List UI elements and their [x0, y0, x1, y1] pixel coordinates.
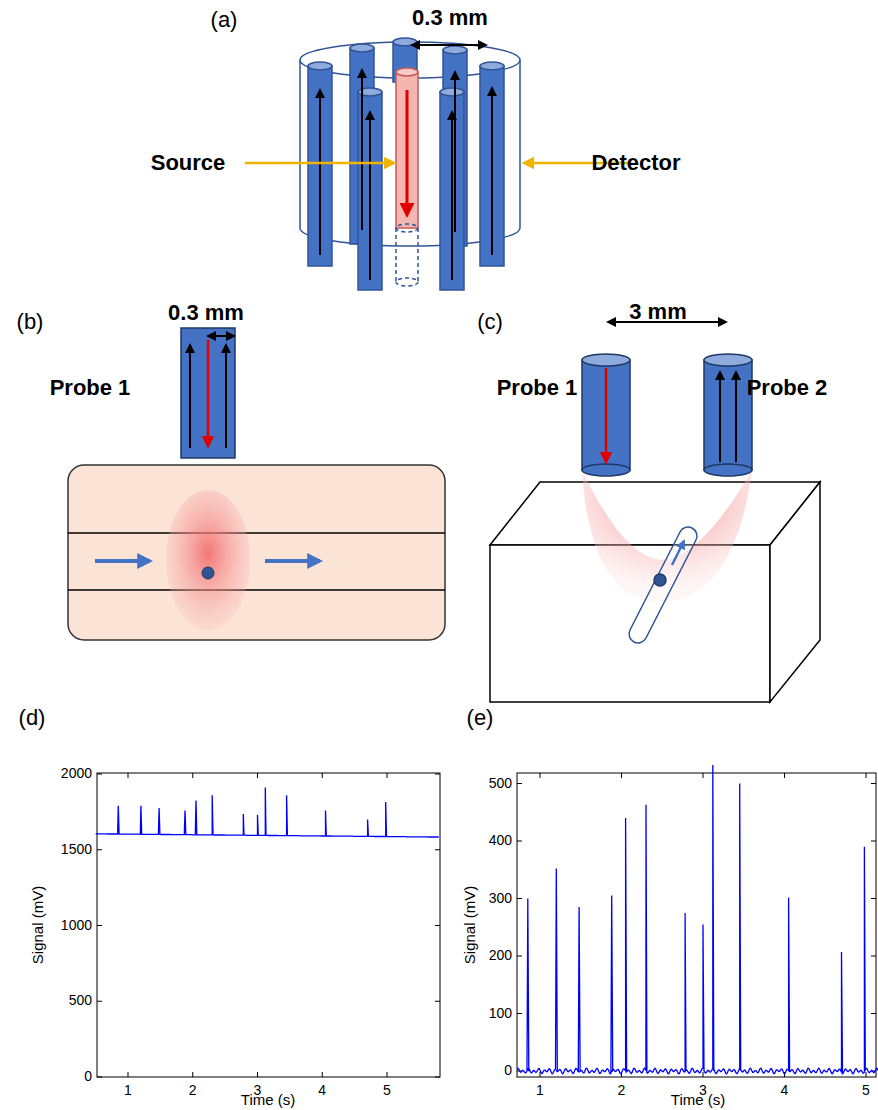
- tick-label: 5: [862, 1083, 870, 1098]
- label: (d): [19, 706, 46, 730]
- tick: [517, 898, 876, 899]
- label: Source: [151, 151, 226, 175]
- tick: [128, 773, 129, 1077]
- tick-label: 2: [618, 1083, 626, 1098]
- tick: [97, 1077, 440, 1078]
- tick-label: 4: [781, 1083, 789, 1098]
- label: Time (s): [241, 1092, 295, 1109]
- label: (c): [477, 310, 503, 334]
- tick: [540, 773, 541, 1077]
- tick-label: 1: [536, 1083, 544, 1098]
- label: (b): [17, 310, 44, 334]
- tick: [517, 783, 876, 784]
- tick-label: 5: [383, 1083, 391, 1098]
- tick-label: 500: [489, 776, 512, 791]
- tick: [97, 849, 440, 850]
- tick: [784, 773, 785, 1077]
- tick: [322, 773, 323, 1077]
- tick-label: 1500: [61, 842, 92, 857]
- tissue-probe: [68, 328, 445, 640]
- tick-label: 4: [318, 1083, 326, 1098]
- plot-axes: [517, 773, 876, 1077]
- tick-label: 1000: [61, 918, 92, 933]
- tick: [517, 841, 876, 842]
- label: (a): [211, 8, 238, 32]
- tick: [97, 925, 440, 926]
- signal-trace: [96, 788, 439, 838]
- label: Probe 1: [50, 376, 131, 400]
- label: (e): [467, 706, 494, 730]
- tick-label: 0: [84, 1069, 92, 1084]
- tick-label: 100: [489, 1006, 512, 1021]
- label: 0.3 mm: [168, 301, 244, 325]
- tick-label: 300: [489, 891, 512, 906]
- axis-title: Signal (mV): [462, 886, 479, 964]
- label: Time (s): [671, 1092, 725, 1109]
- plot-axes: [97, 773, 440, 1077]
- label: 0.3 mm: [412, 6, 488, 30]
- tick-label: 0: [504, 1063, 512, 1078]
- tick: [621, 773, 622, 1077]
- tick: [517, 1013, 876, 1014]
- tick-label: 2: [189, 1083, 197, 1098]
- tick: [97, 1001, 440, 1002]
- label: Probe 1: [497, 376, 578, 400]
- tick: [517, 956, 876, 957]
- tick-label: 200: [489, 948, 512, 963]
- label: Detector: [591, 151, 680, 175]
- tick: [97, 774, 440, 775]
- tick-label: 500: [69, 994, 92, 1009]
- label: Probe 2: [747, 376, 828, 400]
- tick: [192, 773, 193, 1077]
- tick-label: 2000: [61, 766, 92, 781]
- label: 3 mm: [629, 300, 686, 324]
- tick-label: 400: [489, 833, 512, 848]
- signal-plots: [96, 765, 878, 1077]
- axis-title: Signal (mV): [30, 886, 47, 964]
- tick-label: 1: [124, 1083, 132, 1098]
- signal-trace: [517, 765, 878, 1074]
